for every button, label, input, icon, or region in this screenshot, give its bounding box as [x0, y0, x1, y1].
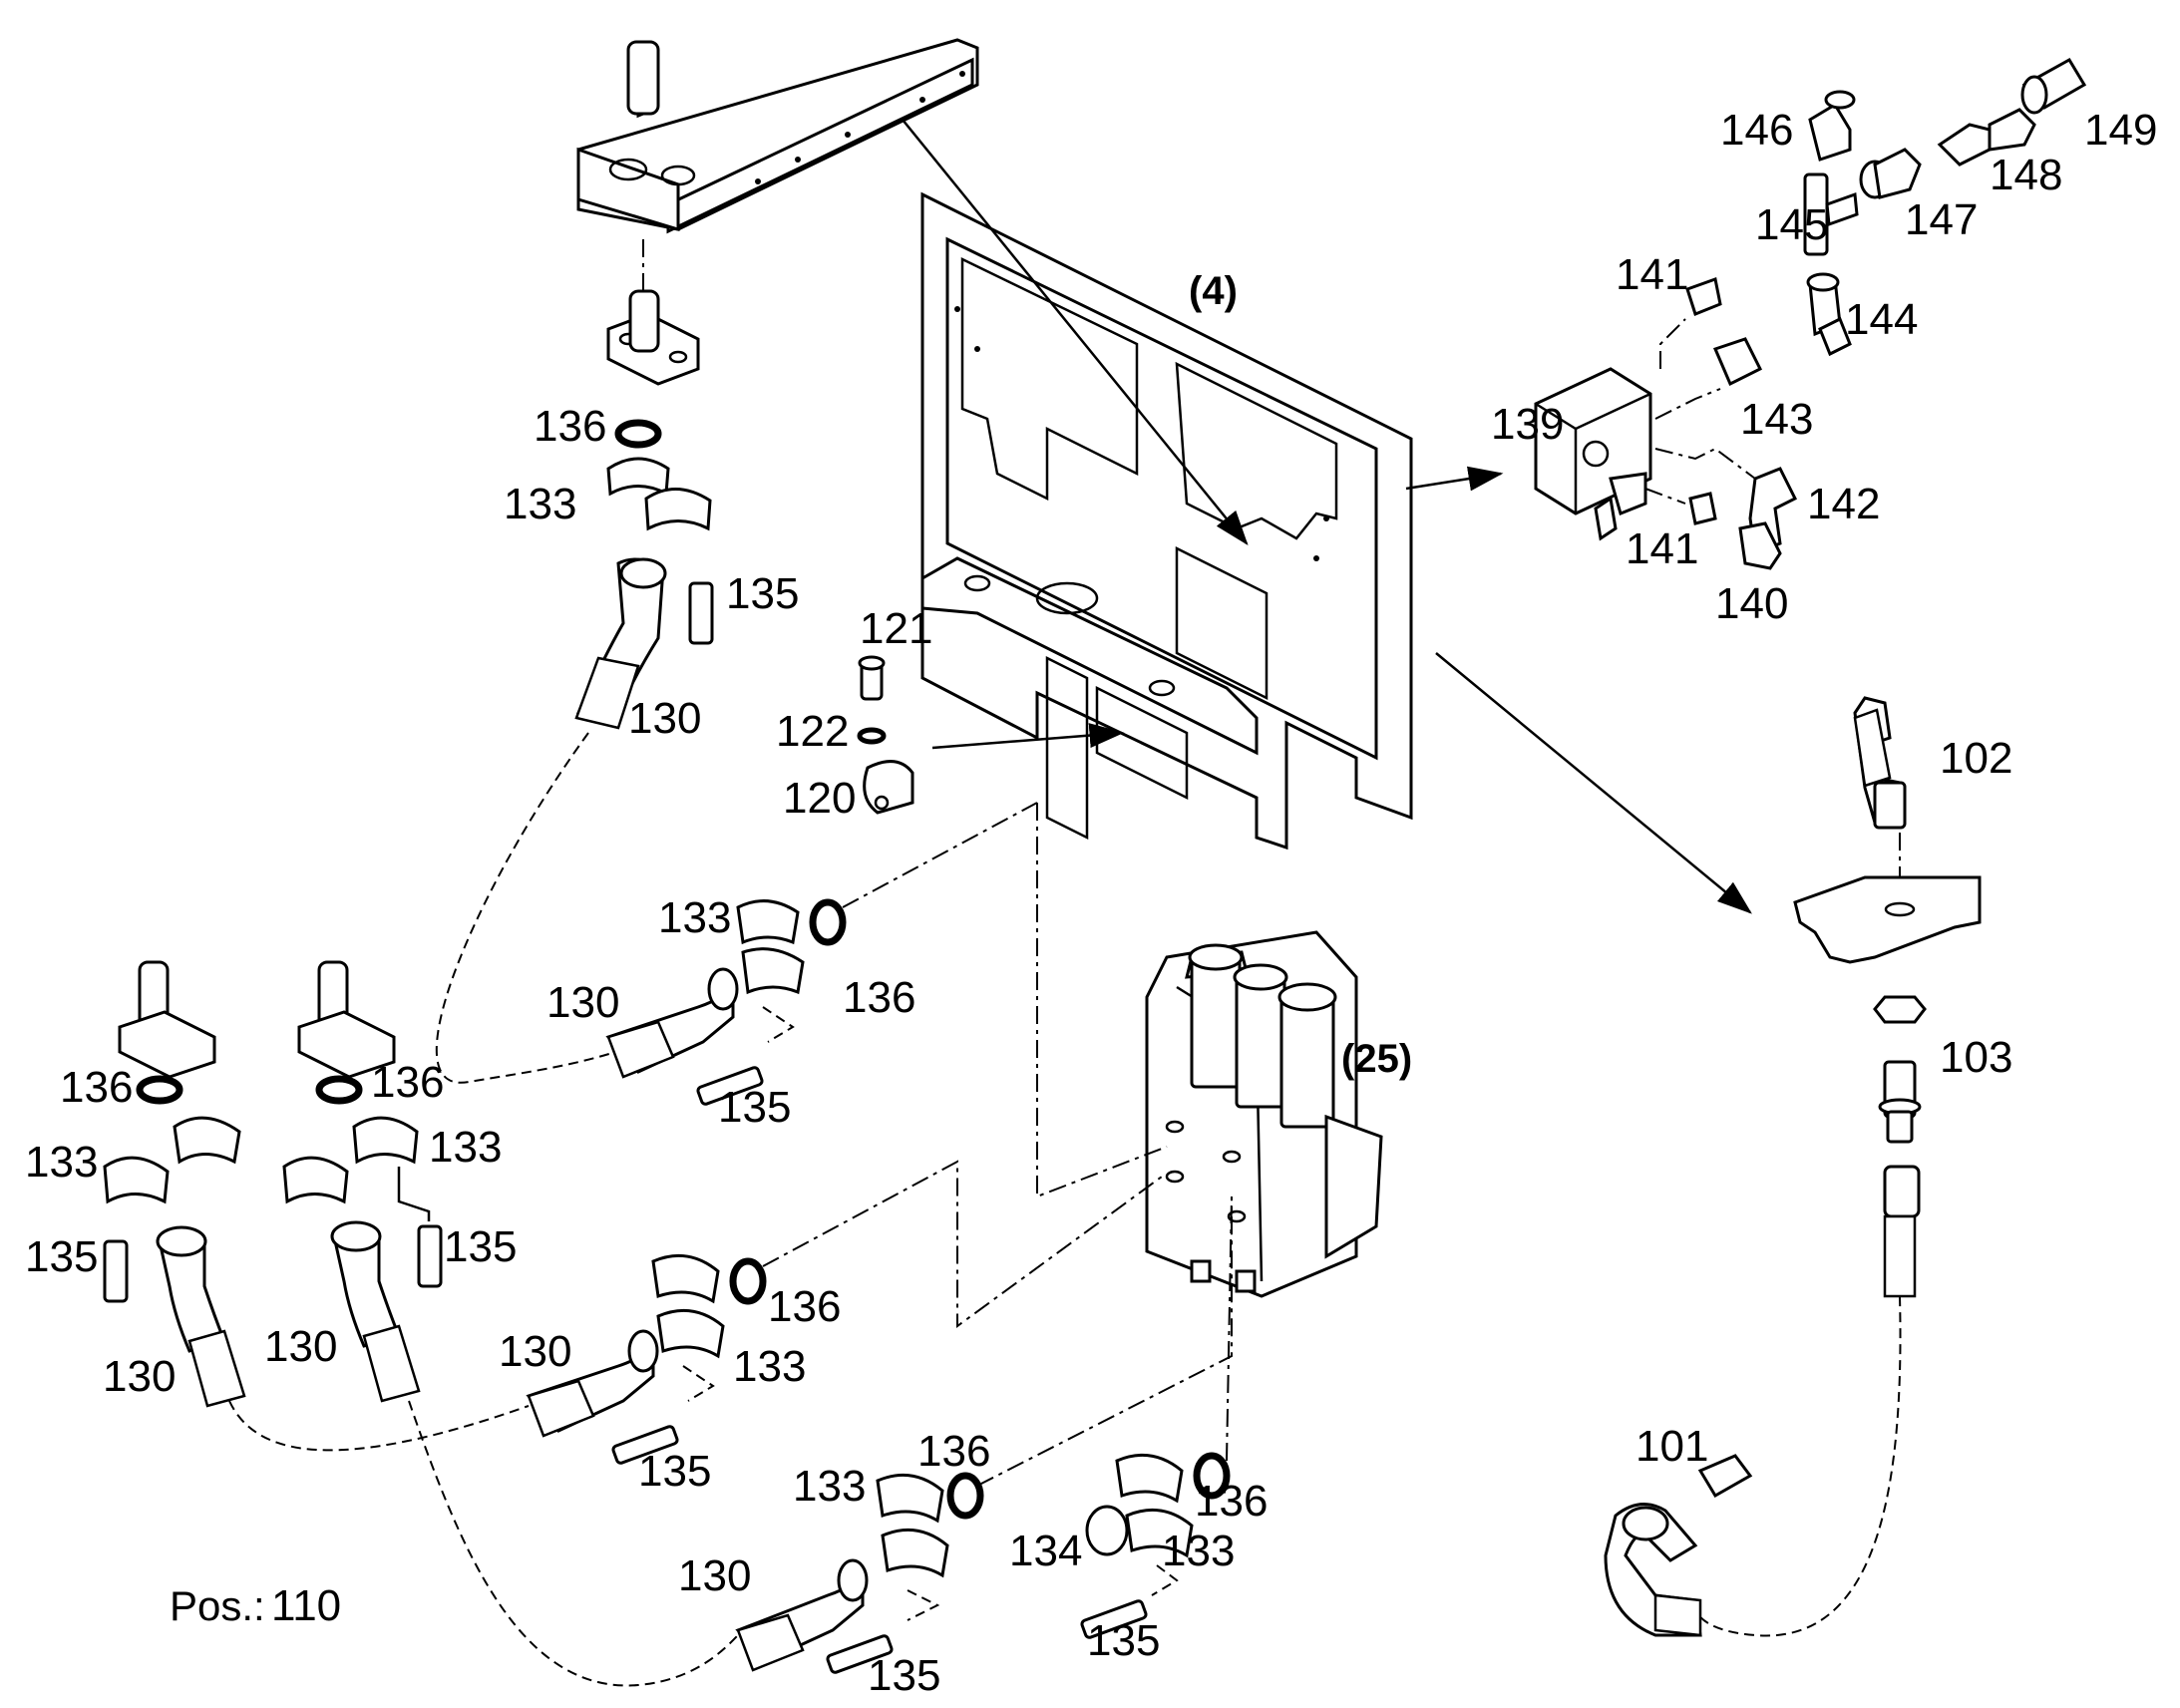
valve-block-assembly	[1036, 803, 1383, 1298]
label-135: 135	[25, 1232, 98, 1281]
frame-assembly	[902, 119, 1413, 851]
label-121: 121	[860, 604, 932, 653]
label-133: 133	[25, 1138, 98, 1187]
valve-box-group	[1405, 277, 1798, 570]
label-130: 130	[264, 1322, 337, 1371]
bottom-pipe-group	[735, 1196, 1233, 1674]
label-130: 130	[678, 1551, 751, 1600]
mid-pipe-group-lower	[526, 1160, 1163, 1465]
label-122: 122	[776, 707, 849, 756]
labels: (4) (25) 136 133 135 130 121 122 120 133…	[25, 106, 2157, 1700]
clip-group	[857, 655, 1125, 815]
label-143: 143	[1740, 395, 1813, 444]
top-left-pipe-group	[435, 419, 719, 1084]
label-148: 148	[1990, 151, 2062, 199]
label-130: 130	[546, 978, 619, 1027]
label-133: 133	[504, 480, 576, 528]
valve-block-label: (25)	[1341, 1037, 1412, 1081]
label-102: 102	[1940, 734, 2012, 783]
label-136: 136	[1195, 1477, 1268, 1526]
label-136: 136	[768, 1282, 841, 1331]
label-133: 133	[793, 1462, 866, 1511]
label-130: 130	[628, 694, 701, 743]
label-133: 133	[658, 893, 731, 942]
right-hose-group	[1435, 652, 1982, 1637]
label-146: 146	[1720, 106, 1793, 155]
label-136: 136	[534, 402, 606, 451]
label-141: 141	[1616, 250, 1688, 299]
label-136: 136	[917, 1427, 990, 1476]
fitting-chain	[1803, 57, 2087, 357]
label-147: 147	[1905, 195, 1978, 244]
label-134: 134	[1009, 1527, 1082, 1575]
frame-assembly-label: (4)	[1189, 269, 1238, 313]
left-pipe-groups	[103, 960, 739, 1687]
label-149: 149	[2084, 106, 2157, 155]
position-prefix: Pos.:	[170, 1582, 265, 1629]
label-133: 133	[429, 1123, 502, 1172]
label-101: 101	[1635, 1422, 1708, 1471]
label-135: 135	[726, 569, 799, 618]
label-133: 133	[1162, 1527, 1235, 1575]
label-142: 142	[1807, 480, 1880, 528]
label-135: 135	[718, 1083, 791, 1132]
label-141: 141	[1626, 524, 1698, 573]
label-130: 130	[499, 1327, 571, 1376]
label-130: 130	[103, 1352, 176, 1401]
cap-pipe-group	[1080, 1196, 1233, 1639]
label-145: 145	[1755, 200, 1828, 249]
position-number: 110	[271, 1581, 341, 1630]
label-135: 135	[444, 1222, 517, 1271]
label-135: 135	[638, 1447, 711, 1496]
label-139: 139	[1491, 400, 1564, 449]
label-120: 120	[783, 774, 856, 823]
label-135: 135	[868, 1651, 940, 1700]
label-136: 136	[843, 973, 915, 1022]
label-144: 144	[1845, 295, 1918, 344]
label-136: 136	[60, 1063, 133, 1112]
label-136: 136	[371, 1058, 444, 1107]
label-103: 103	[1940, 1033, 2012, 1082]
label-140: 140	[1715, 579, 1788, 628]
top-bracket-assembly	[576, 38, 979, 386]
mid-pipe-group-upper	[605, 802, 1038, 1106]
label-133: 133	[733, 1342, 806, 1391]
label-135: 135	[1087, 1616, 1160, 1665]
